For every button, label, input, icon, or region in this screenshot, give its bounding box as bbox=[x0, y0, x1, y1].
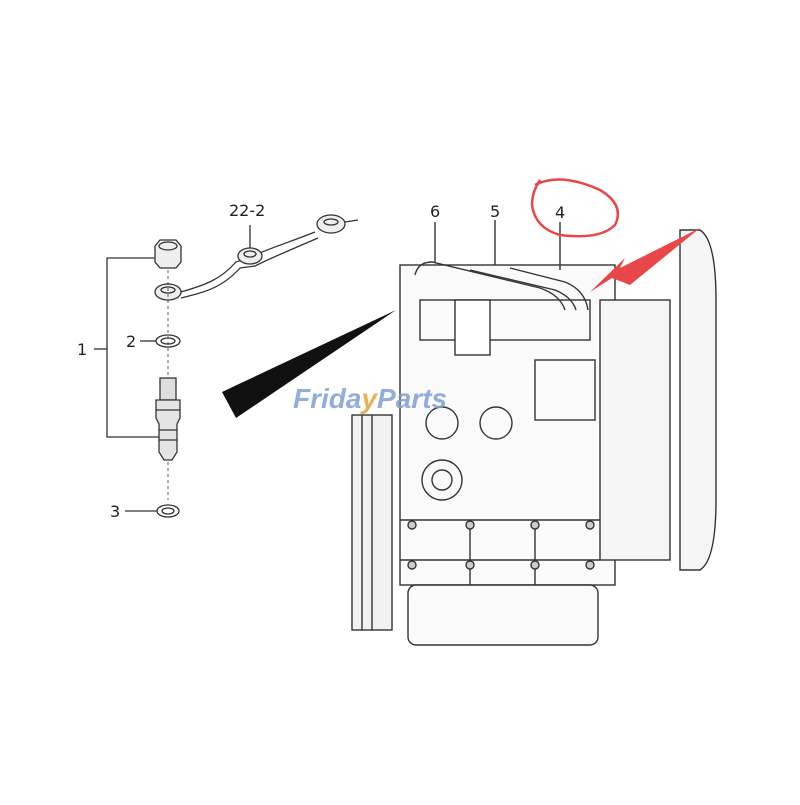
callout-1: 1 bbox=[77, 340, 88, 359]
hex-nut-icon bbox=[154, 239, 182, 269]
callout-bracket-1 bbox=[106, 257, 166, 438]
highlight-circle bbox=[530, 178, 620, 238]
callout-6: 6 bbox=[430, 202, 441, 221]
engine-block-icon bbox=[351, 220, 717, 646]
callout-3: 3 bbox=[110, 502, 121, 521]
red-arrow-icon bbox=[590, 228, 700, 292]
watermark-logo: FridayParts bbox=[293, 383, 448, 414]
callout-2: 2 bbox=[126, 332, 137, 351]
injector-icon bbox=[155, 377, 181, 461]
callout-22-2: 22-2 bbox=[229, 201, 266, 220]
callout-5: 5 bbox=[490, 202, 501, 221]
callout-4: 4 bbox=[555, 203, 566, 222]
pointer-wedge bbox=[222, 310, 396, 418]
